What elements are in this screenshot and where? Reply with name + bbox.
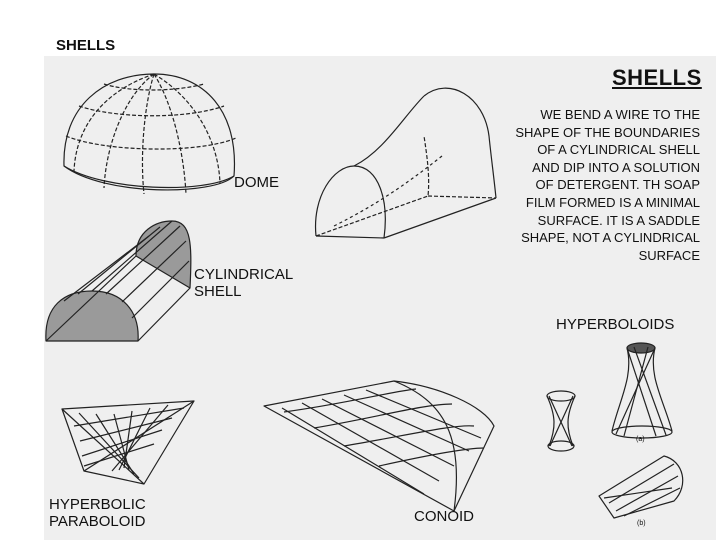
cylindrical-shell-drawing	[45, 220, 192, 342]
conoid-drawing	[263, 380, 495, 512]
panel-title: SHELLS	[612, 65, 702, 90]
label-dome: DOME	[234, 174, 279, 191]
label-b: (b)	[637, 520, 646, 527]
saddle-shell-drawing	[314, 87, 497, 239]
content-panel: SHELLS WE BEND A WIRE TO THE SHAPE OF TH…	[44, 56, 716, 540]
label-a: (a)	[636, 436, 645, 443]
label-hyperbolic-paraboloid: HYPERBOLIC PARABOLOID	[49, 496, 146, 530]
shell-drawings	[45, 73, 684, 519]
slide-title: SHELLS	[56, 37, 116, 54]
label-cylindrical-shell: CYLINDRICAL SHELL	[194, 266, 294, 300]
label-conoid: CONOID	[414, 508, 474, 525]
dome-drawing	[63, 73, 237, 195]
hyperboloid-b-drawing	[598, 455, 684, 519]
explanation-note: WE BEND A WIRE TO THE SHAPE OF THE BOUND…	[515, 107, 700, 263]
hyperboloid-small-drawing	[546, 390, 576, 452]
hyperbolic-paraboloid-drawing	[61, 400, 195, 485]
hyperboloid-a-drawing	[611, 342, 673, 439]
label-hyperboloids: HYPERBOLOIDS	[556, 316, 675, 333]
